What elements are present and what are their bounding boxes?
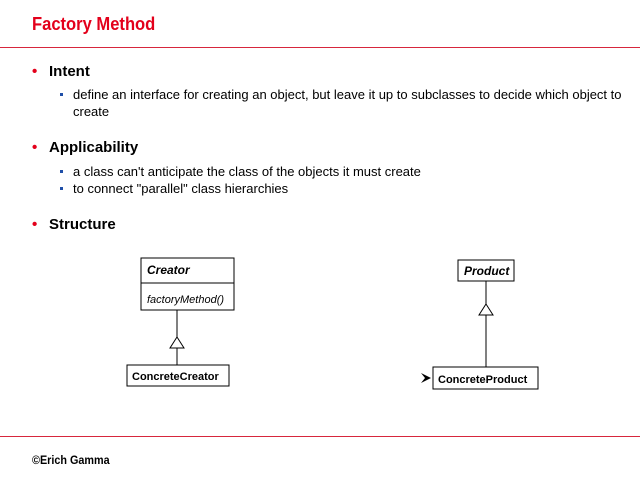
creator-class: Creator factoryMethod(): [140, 257, 235, 311]
section-heading: Structure: [49, 216, 116, 233]
inheritance-arrow-product: [478, 281, 494, 367]
applicability-item: a class can't anticipate the class of th…: [60, 163, 632, 180]
concrete-creator-name: ConcreteCreator: [132, 371, 220, 383]
product-name: Product: [464, 264, 510, 278]
applicability-item: to connect "parallel" class hierarchies: [60, 180, 632, 197]
bullet-icon: •: [32, 139, 38, 156]
intent-item: define an interface for creating an obje…: [60, 86, 632, 120]
concrete-creator-class: ConcreteCreator: [126, 364, 230, 387]
header-divider: [0, 47, 640, 48]
bullet-icon: •: [32, 216, 38, 233]
inheritance-arrow-creator: [169, 310, 185, 365]
section-structure: • Structure: [32, 216, 116, 233]
bullet-icon: •: [32, 63, 38, 80]
arrowhead-icon: [421, 373, 431, 383]
square-bullet-icon: [60, 93, 63, 96]
creator-name: Creator: [147, 263, 191, 277]
creator-operation: factoryMethod(): [147, 294, 224, 306]
section-heading: Applicability: [49, 139, 139, 156]
concrete-product-name: ConcreteProduct: [438, 374, 528, 386]
copyright: ©Erich Gamma: [32, 453, 110, 467]
square-bullet-icon: [60, 187, 63, 190]
section-applicability: • Applicability: [32, 139, 138, 156]
footer-divider: [0, 436, 640, 437]
concrete-product-class: ConcreteProduct: [432, 366, 539, 390]
square-bullet-icon: [60, 170, 63, 173]
product-class: Product: [457, 259, 515, 282]
section-intent: • Intent: [32, 63, 90, 80]
slide-title: Factory Method: [32, 14, 156, 34]
section-heading: Intent: [49, 63, 90, 80]
